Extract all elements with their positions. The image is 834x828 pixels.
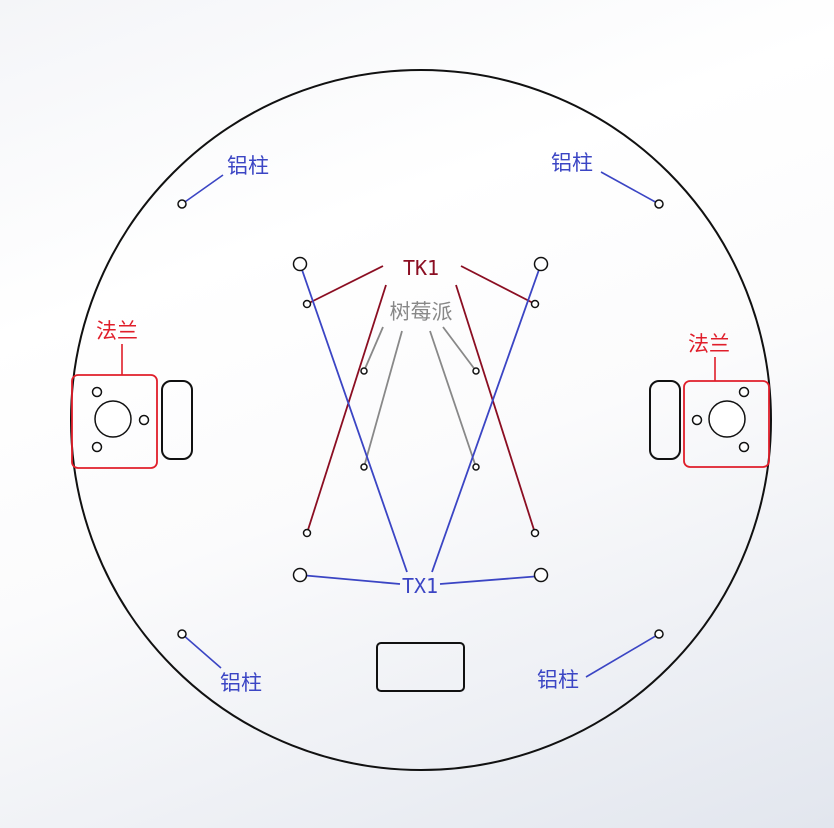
tk1-hole-upper-left bbox=[302, 299, 312, 309]
label-flange-right: 法兰 bbox=[688, 332, 730, 356]
tk1-hole-lower-left bbox=[302, 528, 312, 538]
tx1-leader-upper-left bbox=[299, 263, 408, 573]
tx1-leader-upper-right bbox=[431, 263, 542, 573]
flange-left-bolt-hole-side bbox=[138, 414, 150, 426]
post-hole-bottom-left bbox=[177, 629, 187, 639]
post-leader-top-left bbox=[181, 174, 224, 205]
tk1-leader-upper-left bbox=[306, 265, 384, 305]
flange-right-bolt-hole-bottom bbox=[738, 441, 750, 453]
rpi-hole-upper-left bbox=[360, 367, 368, 375]
plate-outline bbox=[70, 69, 772, 771]
rpi-leader-upper-right bbox=[442, 326, 477, 372]
label-post-bottom-left: 铝柱 bbox=[220, 671, 262, 695]
label-tx1: TX1 bbox=[402, 574, 438, 598]
label-post-top-left: 铝柱 bbox=[227, 154, 269, 178]
flange-box-right bbox=[683, 380, 770, 468]
flange-box-left bbox=[71, 374, 158, 469]
flange-left-bolt-hole-top bbox=[91, 386, 103, 398]
tk1-leader-upper-right bbox=[460, 265, 536, 305]
label-raspberry-pi: 树莓派 bbox=[390, 300, 453, 324]
rpi-hole-lower-left bbox=[360, 463, 368, 471]
post-leaders bbox=[181, 171, 660, 678]
bottom-cutout bbox=[376, 642, 465, 692]
flange-right-center-hole bbox=[708, 400, 746, 438]
tk1-hole-upper-right bbox=[530, 299, 540, 309]
tx1-hole-upper-right bbox=[533, 256, 549, 272]
flange-right-bolt-hole-side bbox=[691, 414, 703, 426]
post-leader-top-right bbox=[600, 171, 660, 205]
label-tk1: TK1 bbox=[403, 256, 439, 280]
flange-right-bolt-hole-top bbox=[738, 386, 750, 398]
raspberry-pi-leaders bbox=[363, 326, 477, 468]
label-flange-left: 法兰 bbox=[96, 319, 138, 343]
rpi-leader-lower-left bbox=[363, 330, 403, 468]
tx1-hole-upper-left bbox=[292, 256, 308, 272]
label-post-bottom-right: 铝柱 bbox=[537, 668, 579, 692]
flange-left-bolt-hole-bottom bbox=[91, 441, 103, 453]
tk1-leaders bbox=[306, 265, 536, 534]
post-leader-bottom-right bbox=[585, 633, 660, 678]
post-hole-bottom-right bbox=[654, 629, 664, 639]
rpi-hole-upper-right bbox=[472, 367, 480, 375]
tk1-hole-lower-right bbox=[530, 528, 540, 538]
rpi-leader-upper-left bbox=[363, 326, 384, 372]
tx1-leader-lower-right bbox=[439, 575, 542, 585]
post-hole-top-left bbox=[177, 199, 187, 209]
label-post-top-right: 铝柱 bbox=[551, 151, 593, 175]
flange-leaders bbox=[121, 344, 716, 381]
post-leader-bottom-left bbox=[181, 633, 222, 669]
tk1-leader-lower-left bbox=[306, 284, 387, 534]
tx1-hole-lower-right bbox=[533, 567, 549, 583]
tx1-leader-lower-left bbox=[299, 574, 401, 585]
post-hole-top-right bbox=[654, 199, 664, 209]
rpi-hole-lower-right bbox=[472, 463, 480, 471]
wheel-slot-left bbox=[161, 380, 193, 460]
flange-left-center-hole bbox=[94, 400, 132, 438]
tk1-leader-lower-right bbox=[455, 284, 536, 534]
tx1-hole-lower-left bbox=[292, 567, 308, 583]
wheel-slot-right bbox=[649, 380, 681, 460]
rpi-leader-lower-right bbox=[429, 330, 477, 468]
tx1-leaders bbox=[299, 263, 542, 585]
